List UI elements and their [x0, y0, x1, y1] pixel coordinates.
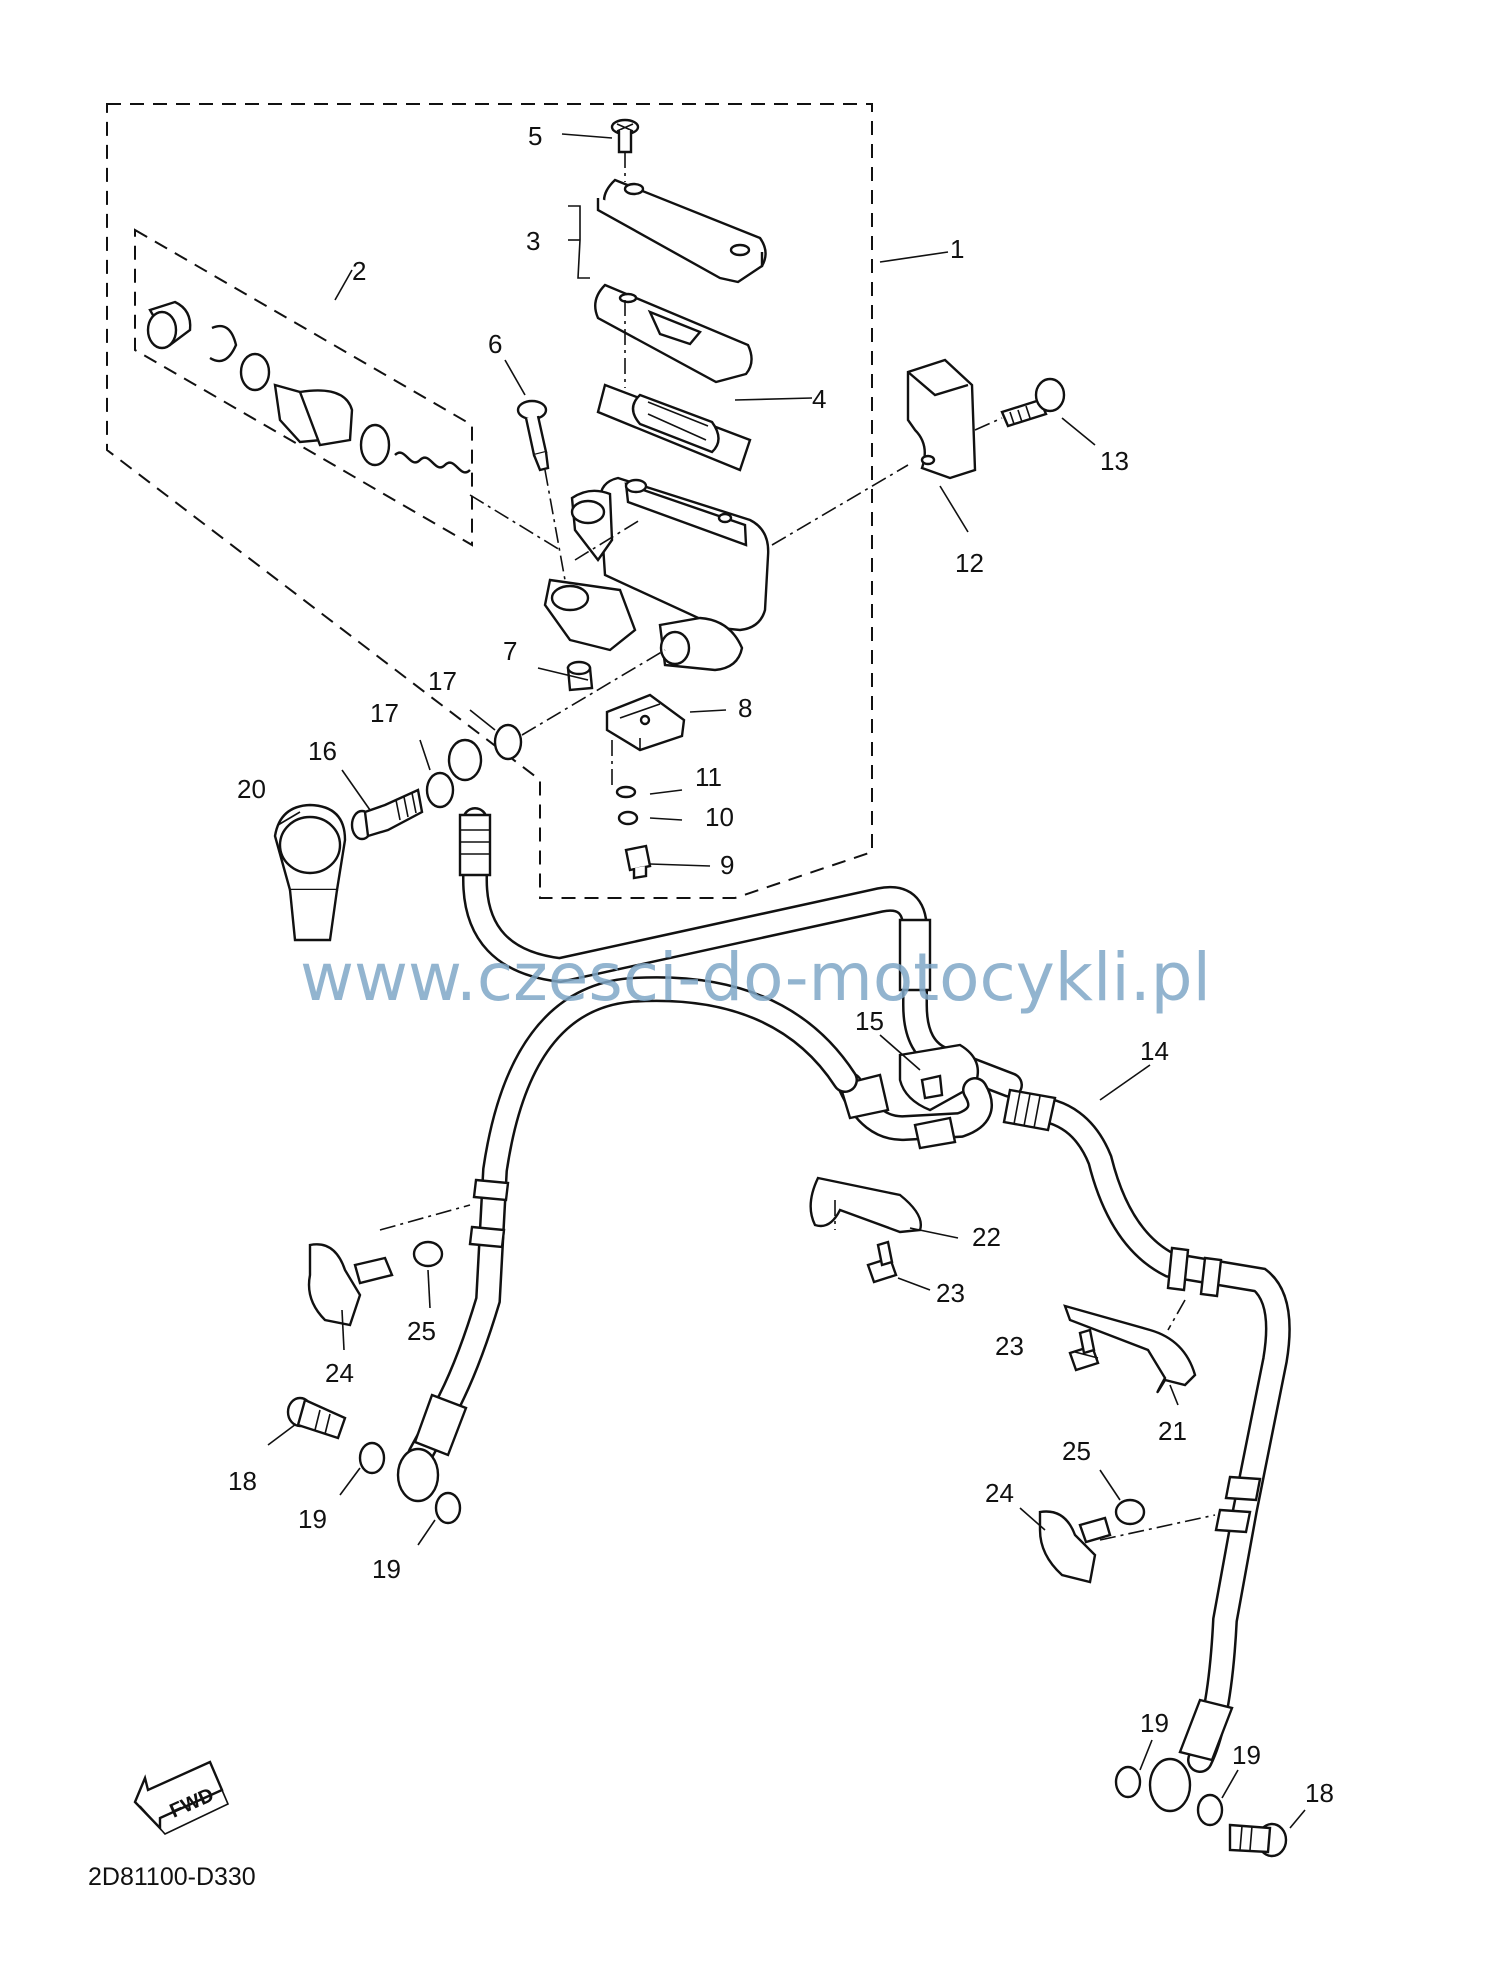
washer-19-d-part: [1196, 1793, 1224, 1827]
fwd-direction-badge: FWD: [133, 1760, 230, 1835]
nut-part: [566, 660, 594, 692]
callout-25-right: 25: [1062, 1436, 1091, 1466]
callout-24-right: 24: [985, 1478, 1014, 1508]
bolt-23-upper-part: [866, 1240, 898, 1284]
rubber-boot-part: [273, 803, 347, 942]
callout-10: 10: [705, 802, 734, 832]
piston-kit-part: [146, 300, 471, 474]
callout-8: 8: [738, 693, 752, 723]
master-cylinder-assembly-boundary: [106, 103, 873, 899]
union-bolt-18-right-part: [1228, 1822, 1288, 1858]
collar-25-left-part: [412, 1240, 444, 1268]
callout-23-lower: 23: [995, 1331, 1024, 1361]
callout-7: 7: [503, 636, 517, 666]
callout-16: 16: [308, 736, 337, 766]
master-cylinder-body-part: [543, 476, 770, 672]
callout-14: 14: [1140, 1036, 1169, 1066]
callout-2: 2: [352, 256, 366, 286]
callout-17-lower: 17: [370, 698, 399, 728]
gasket-17-lower-part: [425, 771, 455, 809]
hose-holder-21-part: [1063, 1304, 1197, 1394]
callout-23-upper: 23: [936, 1278, 965, 1308]
handlebar-clamp-part: [906, 358, 977, 480]
bolt-23-lower-part: [1068, 1328, 1100, 1372]
washer-10-part: [617, 810, 639, 826]
callout-20: 20: [237, 774, 266, 804]
callout-18-left: 18: [228, 1466, 257, 1496]
callout-9: 9: [720, 850, 734, 880]
cap-screw-part: [610, 118, 640, 154]
washer-19-c-part: [1114, 1765, 1142, 1799]
callout-11: 11: [695, 762, 722, 792]
upper-brake-hose-part: [447, 738, 1023, 1098]
clamp-bolt-part: [1000, 377, 1066, 428]
callout-19-b: 19: [372, 1554, 401, 1584]
callout-4: 4: [812, 384, 826, 414]
diagram-code: 2D81100-D330: [88, 1863, 256, 1891]
callout-19-a: 19: [298, 1504, 327, 1534]
callout-19-d: 19: [1232, 1740, 1261, 1770]
callout-18-right: 18: [1305, 1778, 1334, 1808]
left-lower-brake-hose-part: [396, 976, 858, 1503]
right-brake-hose-part: [1002, 1088, 1291, 1813]
callout-22: 22: [972, 1222, 1001, 1252]
clamp-24-right-part: [1038, 1510, 1112, 1584]
callout-24-left: 24: [325, 1358, 354, 1388]
brake-switch-part: [605, 693, 686, 752]
piston-kit-boundary: [134, 228, 473, 547]
gasket-17-upper-part: [493, 723, 523, 761]
three-way-joint-part: [837, 1043, 993, 1150]
callout-15: 15: [855, 1006, 884, 1036]
washer-19-b-part: [434, 1491, 462, 1525]
callout-1: 1: [950, 234, 964, 264]
diaphragm-part: [596, 383, 752, 472]
union-bolt-part: [350, 788, 424, 841]
washer-11-part: [615, 785, 637, 799]
union-bolt-18-left-part: [286, 1396, 347, 1440]
washer-19-a-part: [358, 1441, 386, 1475]
cap-plate-part: [594, 283, 753, 384]
reservoir-cap-part: [596, 178, 767, 284]
clamp-24-left-part: [307, 1243, 394, 1327]
callout-13: 13: [1100, 446, 1129, 476]
callout-21: 21: [1158, 1416, 1187, 1446]
callout-6: 6: [488, 329, 502, 359]
callout-12: 12: [955, 548, 984, 578]
callout-3: 3: [526, 226, 540, 256]
watermark-text: www.czesci-do-motocykli.pl: [300, 939, 1211, 1016]
callout-25-left: 25: [407, 1316, 436, 1346]
callout-17-upper: 17: [428, 666, 457, 696]
pivot-bolt-part: [516, 399, 550, 472]
collar-25-right-part: [1114, 1498, 1146, 1526]
leader-lines: [267, 133, 1306, 1829]
hose-holder-22-part: [809, 1176, 922, 1234]
callout-19-c: 19: [1140, 1708, 1169, 1738]
screw-9-part: [624, 844, 652, 880]
callout-5: 5: [528, 121, 542, 151]
